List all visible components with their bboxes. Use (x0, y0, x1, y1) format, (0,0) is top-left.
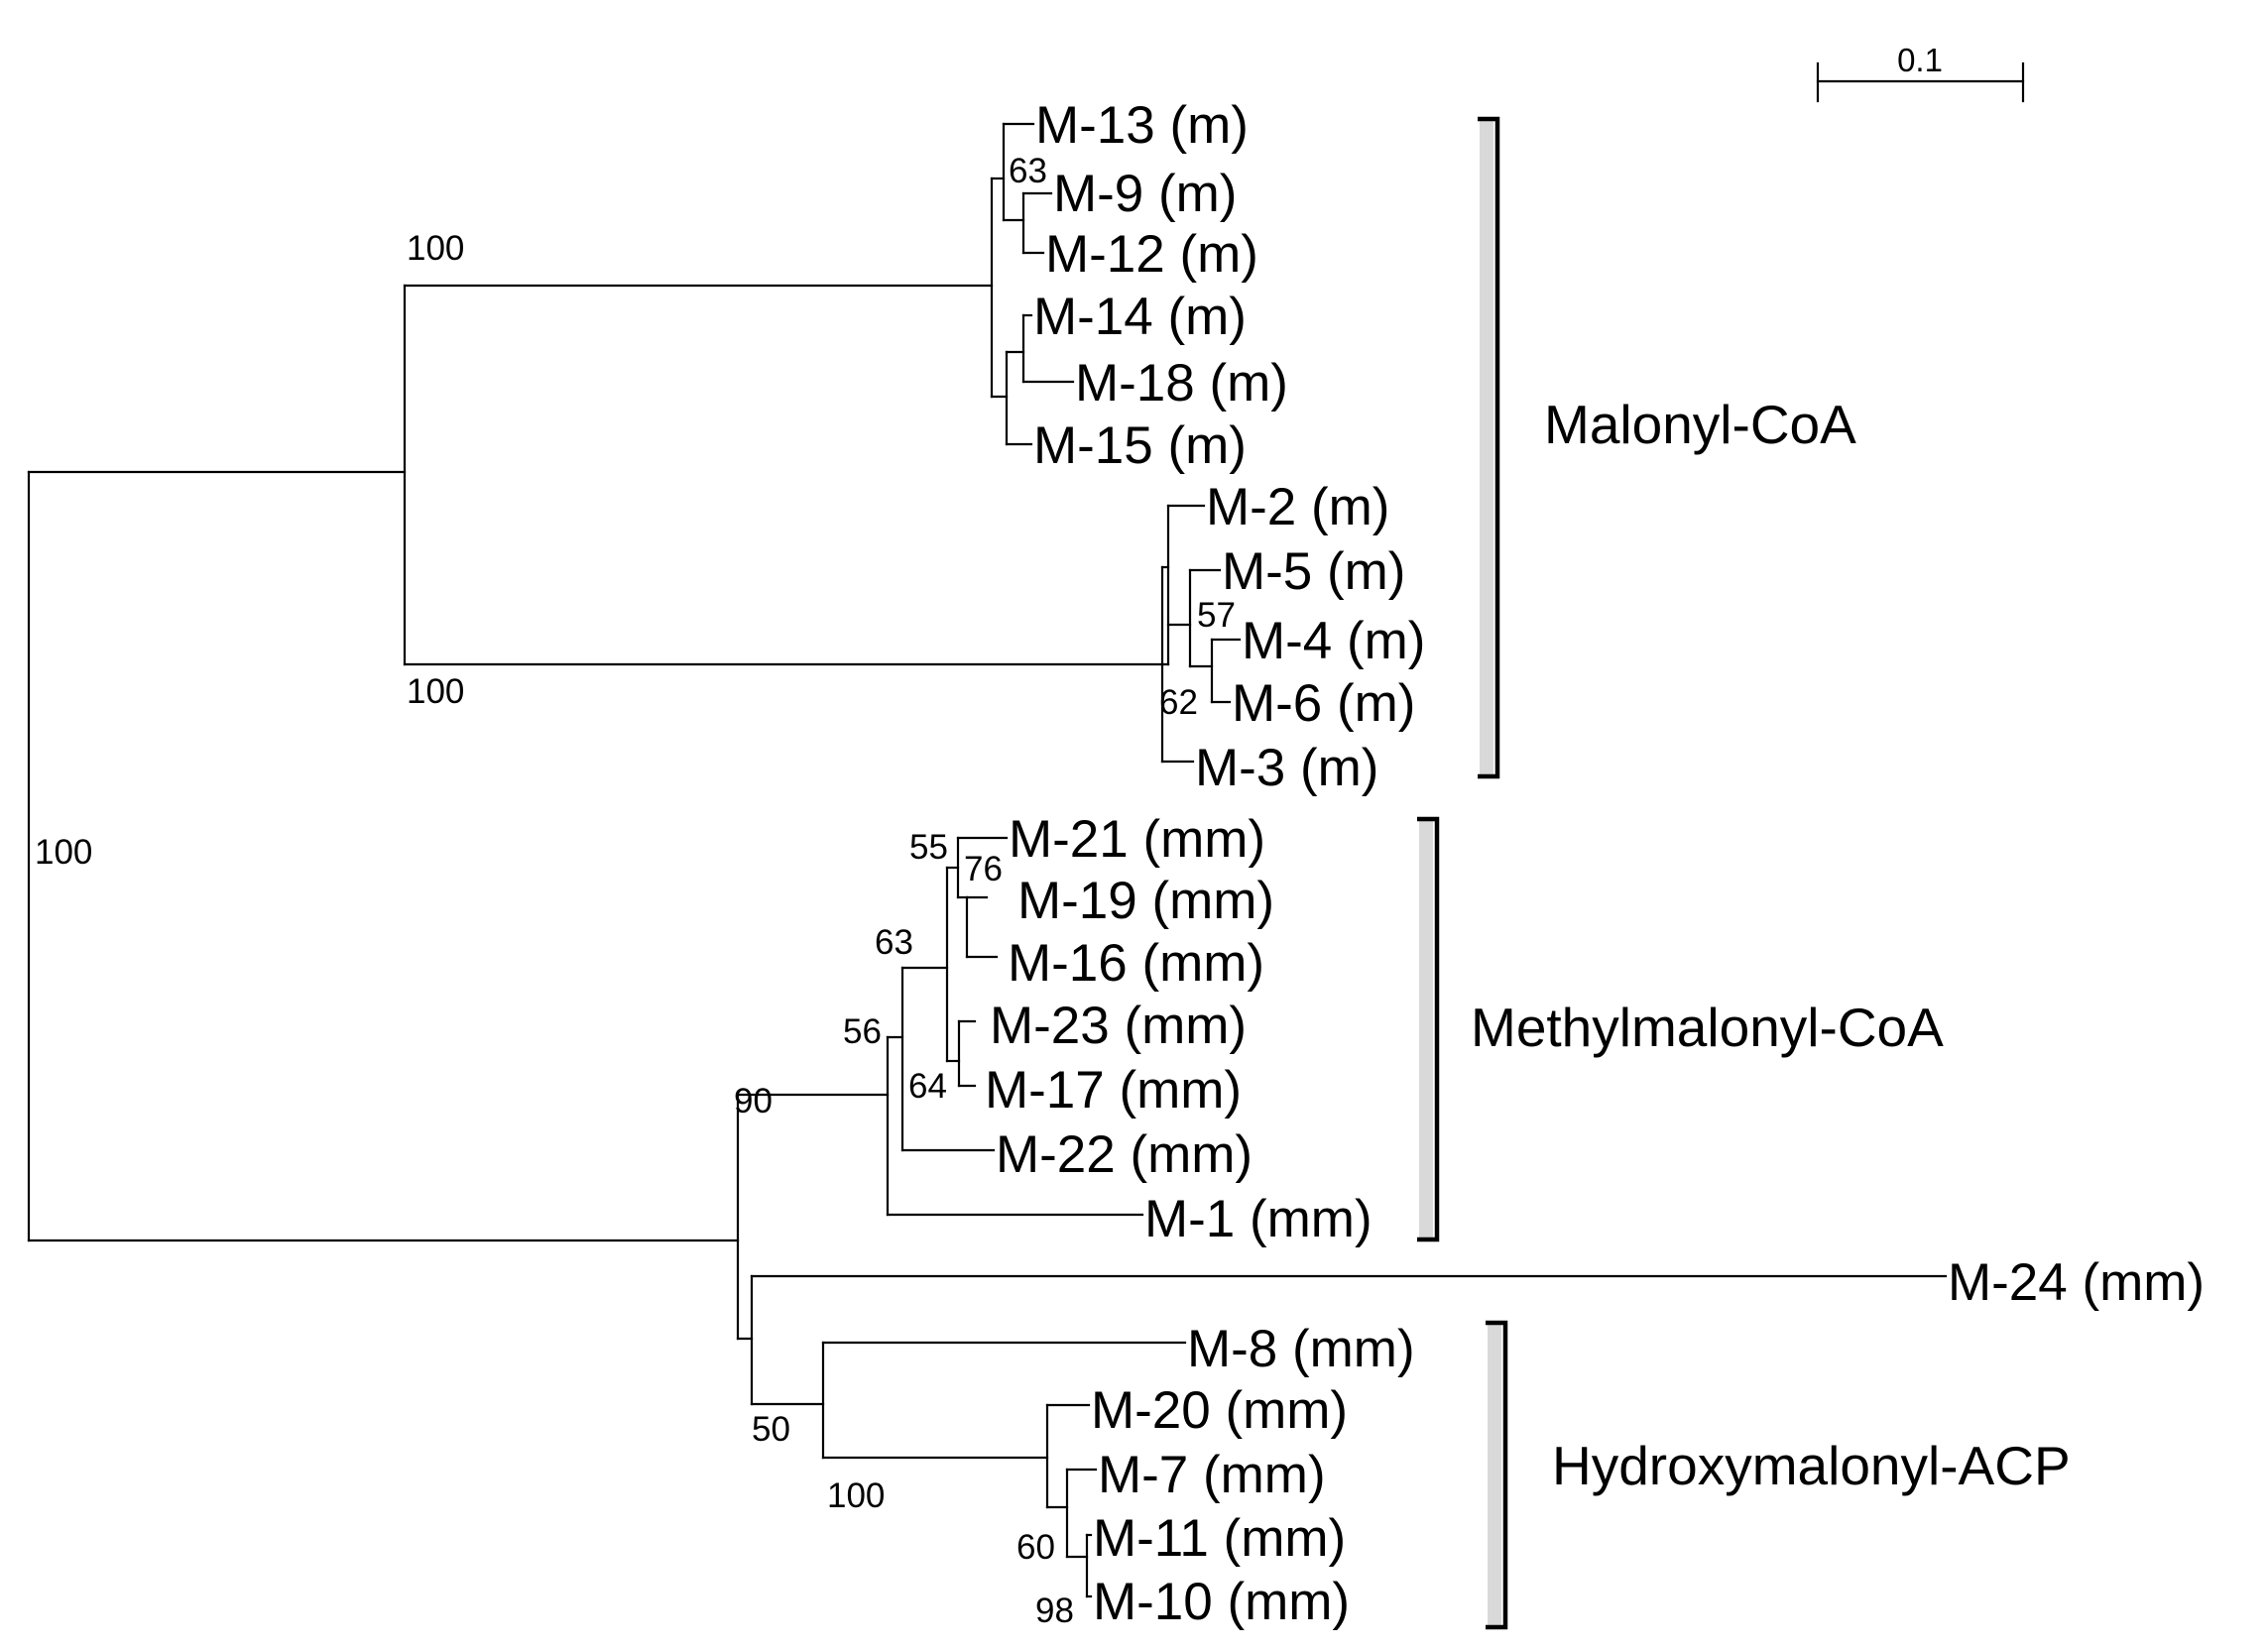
bootstrap-values: 100 100 100 63 57 62 55 76 63 56 64 90 5… (35, 152, 1236, 1630)
leaf-label: M-1 (mm) (1144, 1190, 1373, 1248)
bootstrap-value: 60 (1016, 1528, 1055, 1567)
bootstrap-value: 64 (908, 1067, 947, 1106)
clade-annotations: Malonyl-CoA Methylmalonyl-CoA Hydroxymal… (1417, 116, 2071, 1630)
clade-bracket-hydroxymalonyl (1486, 1320, 1508, 1630)
bootstrap-value: 100 (407, 229, 464, 268)
tree-branches (27, 122, 1948, 1598)
leaf-label: M-7 (mm) (1098, 1446, 1326, 1504)
bootstrap-value: 98 (1035, 1592, 1074, 1630)
leaf-label: M-6 (m) (1232, 674, 1415, 733)
leaf-label: M-4 (m) (1242, 612, 1425, 670)
leaf-label: M-12 (m) (1045, 225, 1258, 284)
leaf-label: M-19 (mm) (1017, 872, 1274, 930)
leaf-label: M-15 (m) (1033, 416, 1247, 475)
leaf-labels: M-13 (m) M-9 (m) M-12 (m) M-14 (m) M-18 … (985, 96, 2205, 1631)
clade-label-methylmalonyl: Methylmalonyl-CoA (1471, 997, 1944, 1058)
leaf-label: M-18 (m) (1075, 354, 1288, 413)
leaf-label: M-5 (m) (1222, 542, 1405, 601)
bootstrap-value: 62 (1159, 683, 1198, 722)
clade-bracket-malonyl (1478, 116, 1500, 779)
leaf-label: M-13 (m) (1035, 96, 1249, 155)
bootstrap-value: 57 (1197, 596, 1236, 635)
bootstrap-value: 100 (407, 672, 464, 711)
leaf-label: M-14 (m) (1033, 288, 1247, 346)
scale-bar-label: 0.1 (1897, 42, 1943, 78)
leaf-label: M-16 (mm) (1008, 934, 1264, 993)
leaf-label: M-9 (m) (1053, 165, 1237, 223)
leaf-label: M-11 (mm) (1093, 1509, 1346, 1568)
leaf-label: M-17 (mm) (985, 1061, 1242, 1120)
bootstrap-value: 100 (35, 833, 92, 872)
clade-bar-methylmalonyl (1419, 819, 1433, 1239)
leaf-label: M-21 (mm) (1009, 810, 1265, 869)
bootstrap-value: 55 (909, 828, 948, 867)
clade-label-hydroxymalonyl: Hydroxymalonyl-ACP (1552, 1435, 2071, 1496)
bootstrap-value: 100 (827, 1476, 885, 1515)
bootstrap-value: 76 (964, 850, 1003, 888)
leaf-label: M-22 (mm) (996, 1125, 1253, 1184)
bootstrap-value: 63 (1009, 152, 1047, 190)
leaf-label: M-2 (m) (1206, 478, 1389, 536)
bootstrap-value: 90 (734, 1082, 773, 1120)
scale-bar: 0.1 (1816, 42, 2025, 103)
leaf-label: M-23 (mm) (990, 997, 1247, 1055)
clade-label-malonyl: Malonyl-CoA (1544, 394, 1856, 455)
bootstrap-value: 63 (875, 923, 913, 962)
clade-bar-hydroxymalonyl (1488, 1323, 1501, 1627)
bootstrap-value: 50 (752, 1410, 790, 1449)
bootstrap-value: 56 (843, 1012, 882, 1051)
leaf-label: M-20 (mm) (1091, 1381, 1348, 1440)
leaf-label: M-24 (mm) (1948, 1253, 2205, 1312)
clade-bracket-methylmalonyl (1417, 816, 1440, 1242)
clade-bar-malonyl (1480, 119, 1493, 776)
leaf-label: M-3 (m) (1195, 739, 1378, 797)
leaf-label: M-8 (mm) (1187, 1320, 1415, 1378)
leaf-label: M-10 (mm) (1093, 1573, 1350, 1631)
